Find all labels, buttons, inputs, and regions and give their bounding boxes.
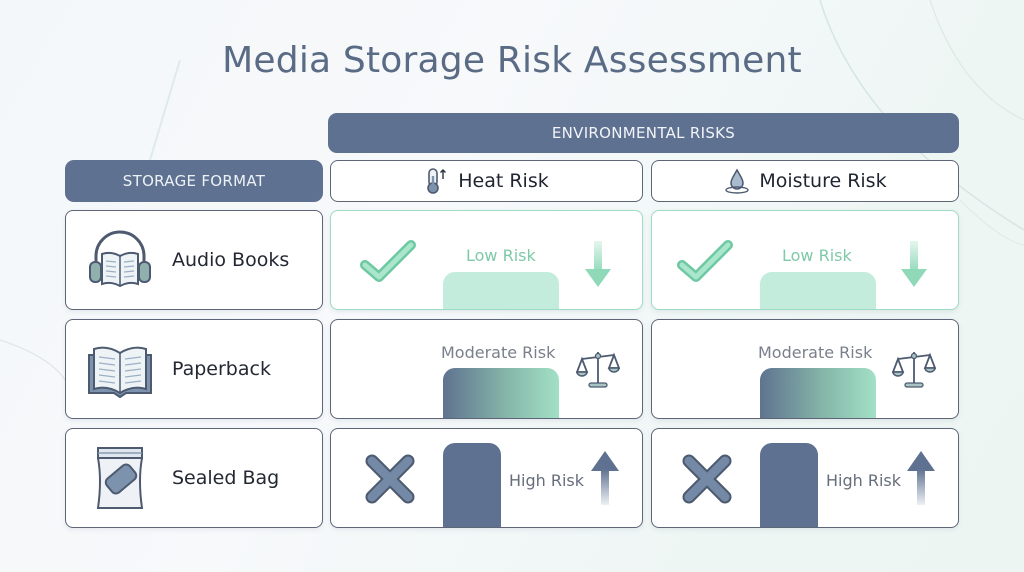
risk-bar-moderate	[443, 368, 559, 418]
risk-level-label: Moderate Risk	[441, 343, 556, 362]
x-icon	[365, 454, 415, 504]
format-label: Audio Books	[172, 249, 290, 271]
balance-scale-icon	[892, 352, 936, 388]
storage-format-header: STORAGE FORMAT	[65, 160, 323, 202]
balance-scale-icon	[576, 352, 620, 388]
arrow-down-icon	[585, 241, 611, 287]
format-label: Sealed Bag	[172, 467, 280, 489]
risk-level-label: High Risk	[509, 471, 585, 490]
moisture-risk-cell-sealed-bag: High Risk	[651, 428, 959, 528]
page-title: Media Storage Risk Assessment	[222, 40, 802, 81]
open-book-icon	[88, 346, 152, 399]
risk-bar-high	[443, 443, 501, 527]
check-icon	[677, 240, 733, 282]
headphones-book-icon	[89, 230, 151, 288]
format-row-sealed-bag: Sealed Bag	[65, 428, 323, 528]
heat-risk-cell-audio-books: Low Risk	[330, 210, 643, 310]
arrow-down-icon	[901, 241, 927, 287]
risk-level-label: High Risk	[826, 471, 902, 490]
risk-bar-low	[760, 272, 876, 309]
format-label: Paperback	[172, 358, 271, 380]
risk-bar-moderate	[760, 368, 876, 418]
moisture-risk-column-header: Moisture Risk	[651, 160, 959, 202]
arrow-up-icon	[907, 451, 935, 505]
heat-risk-column-header: Heat Risk	[330, 160, 643, 202]
moisture-risk-cell-audio-books: Low Risk	[651, 210, 959, 310]
risk-bar-low	[443, 272, 559, 309]
format-row-paperback: Paperback	[65, 319, 323, 419]
sealed-bag-icon	[96, 447, 144, 509]
risk-level-label: Low Risk	[466, 246, 536, 265]
moisture-risk-label: Moisture Risk	[759, 170, 887, 192]
risk-level-label: Low Risk	[782, 246, 852, 265]
thermometer-up-icon	[427, 168, 447, 194]
risk-bar-high	[760, 443, 818, 527]
format-row-audio-books: Audio Books	[65, 210, 323, 310]
heat-risk-cell-sealed-bag: High Risk	[330, 428, 643, 528]
water-drop-icon	[725, 168, 750, 194]
risk-level-label: Moderate Risk	[758, 343, 873, 362]
heat-risk-label: Heat Risk	[458, 170, 549, 192]
moisture-risk-cell-paperback: Moderate Risk	[651, 319, 959, 419]
heat-risk-cell-paperback: Moderate Risk	[330, 319, 643, 419]
arrow-up-icon	[591, 451, 619, 505]
environmental-risks-header: ENVIRONMENTAL RISKS	[328, 113, 959, 153]
check-icon	[360, 240, 416, 282]
x-icon	[682, 454, 732, 504]
